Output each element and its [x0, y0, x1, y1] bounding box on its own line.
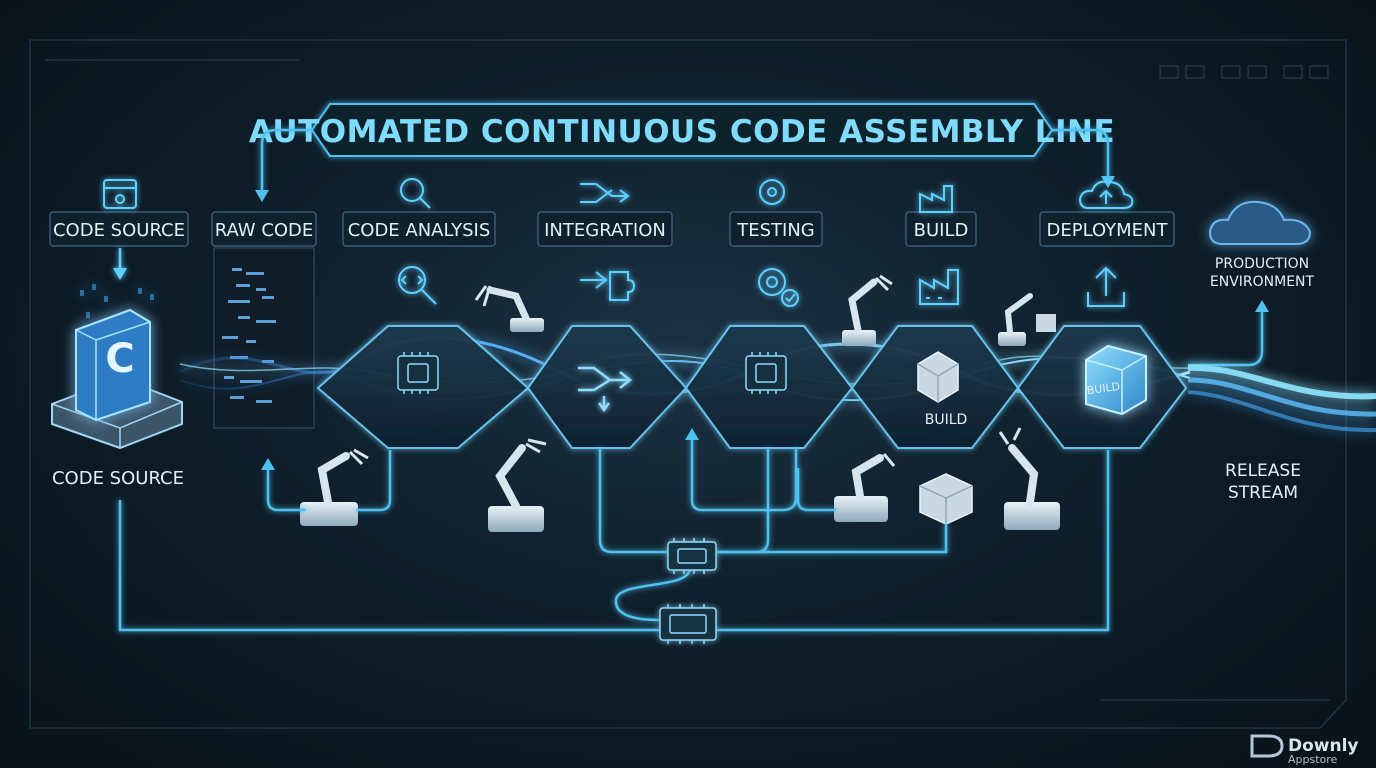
stage-label: CODE ANALYSIS	[348, 220, 491, 241]
robot-arm-icon	[842, 274, 893, 346]
stage-labels: CODE SOURCE RAW CODE CODE ANALYSIS INTEG…	[49, 211, 1175, 247]
stage-label: TESTING	[736, 220, 815, 241]
release-label: STREAM	[1228, 483, 1298, 503]
cloud-upload-icon	[1078, 180, 1134, 209]
arrow-down-icon	[255, 190, 269, 202]
raw-code-panel	[213, 247, 315, 429]
production-connector	[1188, 310, 1264, 367]
arrow-up-icon	[1255, 300, 1269, 312]
chip-icon	[659, 604, 717, 644]
chip-icon	[667, 538, 717, 574]
gear-check-icon	[759, 179, 785, 205]
stage-code-analysis: CODE ANALYSIS	[342, 211, 496, 247]
stage-label: CODE SOURCE	[53, 220, 185, 241]
circuit-lines	[118, 436, 1110, 632]
page-title: AUTOMATED CONTINUOUS CODE ASSEMBLY LINE	[249, 114, 1115, 150]
watermark-logo	[1250, 734, 1284, 758]
production-label: PRODUCTION	[1215, 256, 1309, 272]
robot-arm-icon	[834, 453, 896, 522]
cloud-icon	[1208, 200, 1312, 245]
release-stream	[1187, 364, 1376, 433]
upload-tray-icon	[1087, 266, 1125, 307]
box-icon	[103, 179, 137, 209]
release-label: RELEASE	[1225, 461, 1301, 481]
build-cube	[1085, 344, 1147, 416]
arrow-up-icon	[261, 458, 275, 470]
stage-integration: INTEGRATION	[537, 211, 673, 247]
robot-arm-icon	[300, 448, 369, 526]
stage-raw-code: RAW CODE	[211, 211, 317, 247]
robot-arm-icon	[998, 427, 1060, 530]
stage-label: RAW CODE	[215, 220, 314, 241]
magnifier-code-icon	[400, 178, 431, 209]
stage-code-source: CODE SOURCE	[49, 211, 189, 247]
code-source-base-label: CODE SOURCE	[52, 468, 184, 489]
stage-testing: TESTING	[729, 211, 823, 247]
merge-arrows-icon	[580, 183, 630, 203]
magnifier-code-icon	[398, 266, 437, 305]
hexagon-integration	[526, 325, 688, 449]
robot-arm-icon	[474, 285, 544, 332]
build-box-label: BUILD	[925, 412, 968, 428]
code-source-letter: C	[105, 336, 134, 382]
robot-arm-icon	[998, 293, 1056, 346]
stage-build: BUILD	[905, 211, 977, 247]
stage-label: BUILD	[914, 220, 969, 241]
chip-icon	[397, 352, 439, 394]
package-box-icon	[919, 473, 973, 525]
watermark-subtext: Appstore	[1288, 753, 1338, 766]
chip-icon	[745, 352, 787, 394]
puzzle-merge-icon	[580, 271, 636, 301]
factory-icon	[919, 269, 959, 305]
production-label: ENVIRONMENT	[1210, 274, 1315, 290]
robot-arm-icon	[488, 438, 547, 532]
factory-icon	[919, 185, 953, 213]
title-connectors	[260, 128, 1110, 195]
code-source-arrow	[113, 248, 127, 280]
stage-label: DEPLOYMENT	[1046, 220, 1168, 241]
package-box-icon	[917, 351, 959, 403]
title-banner: AUTOMATED CONTINUOUS CODE ASSEMBLY LINE	[249, 103, 1115, 157]
build-cube-label: BUILD	[1086, 380, 1121, 398]
code-source-device	[51, 284, 183, 450]
arrow-up-icon	[685, 428, 699, 440]
stage-label: INTEGRATION	[544, 220, 666, 241]
watermark-text: Downly	[1288, 736, 1359, 756]
background-frame	[29, 39, 1347, 729]
merge-arrows-icon	[578, 366, 633, 413]
gear-check-icon	[758, 268, 799, 307]
stage-deployment: DEPLOYMENT	[1039, 211, 1175, 247]
